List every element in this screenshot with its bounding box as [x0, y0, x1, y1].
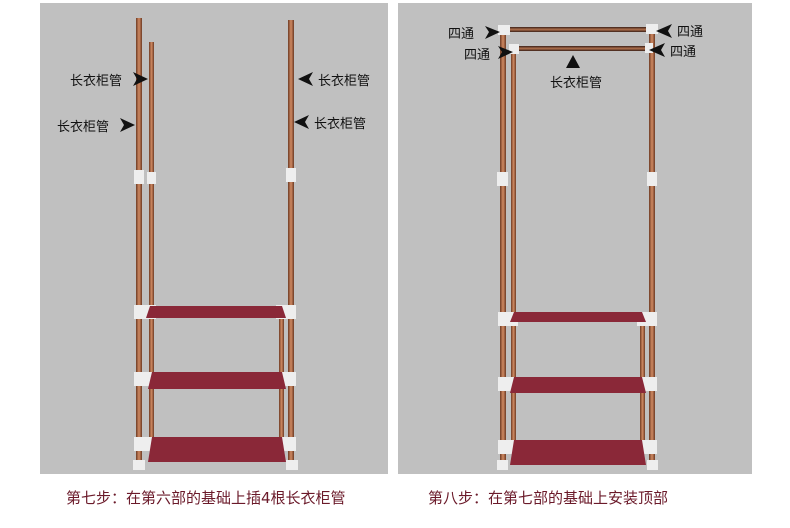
arrow-right-icon [133, 72, 148, 86]
arrow-left-icon [649, 43, 665, 57]
arrow-left-icon [294, 115, 309, 129]
step7-caption: 第七步：在第六部的基础上插4根长衣柜管 [66, 489, 346, 507]
step8-caption: 第八步：在第七部的基础上安装顶部 [428, 489, 669, 507]
pole [136, 18, 142, 466]
arrow-left-icon [298, 72, 313, 86]
pole [511, 50, 516, 445]
arrow-up-icon [566, 55, 580, 68]
arrow-right-icon [498, 46, 513, 59]
label-four-way-connector: 四通 [670, 45, 696, 60]
step7-panel: 长衣柜管 长衣柜管 长衣柜管 长衣柜管 [40, 3, 388, 474]
label-four-way-connector: 四通 [464, 48, 490, 63]
shelves [510, 312, 646, 465]
pole [288, 20, 294, 466]
arrow-right-icon [485, 26, 500, 39]
connectors [497, 24, 658, 470]
label-long-pipe: 长衣柜管 [318, 73, 370, 89]
top-bar [518, 46, 648, 51]
label-four-way-connector: 四通 [677, 25, 703, 40]
arrow-right-icon [120, 118, 135, 132]
shelves [146, 306, 286, 462]
label-long-pipe: 长衣柜管 [550, 75, 602, 91]
label-four-way-connector: 四通 [448, 27, 474, 42]
label-long-pipe: 长衣柜管 [57, 119, 109, 135]
label-long-pipe: 长衣柜管 [314, 116, 366, 132]
step8-panel: 四通 四通 四通 四通 长衣柜管 [398, 3, 752, 474]
arrow-left-icon [656, 24, 672, 38]
pole [500, 30, 506, 470]
pole [149, 42, 154, 442]
pole [649, 28, 655, 470]
label-long-pipe: 长衣柜管 [70, 73, 122, 89]
top-bar [508, 27, 650, 32]
